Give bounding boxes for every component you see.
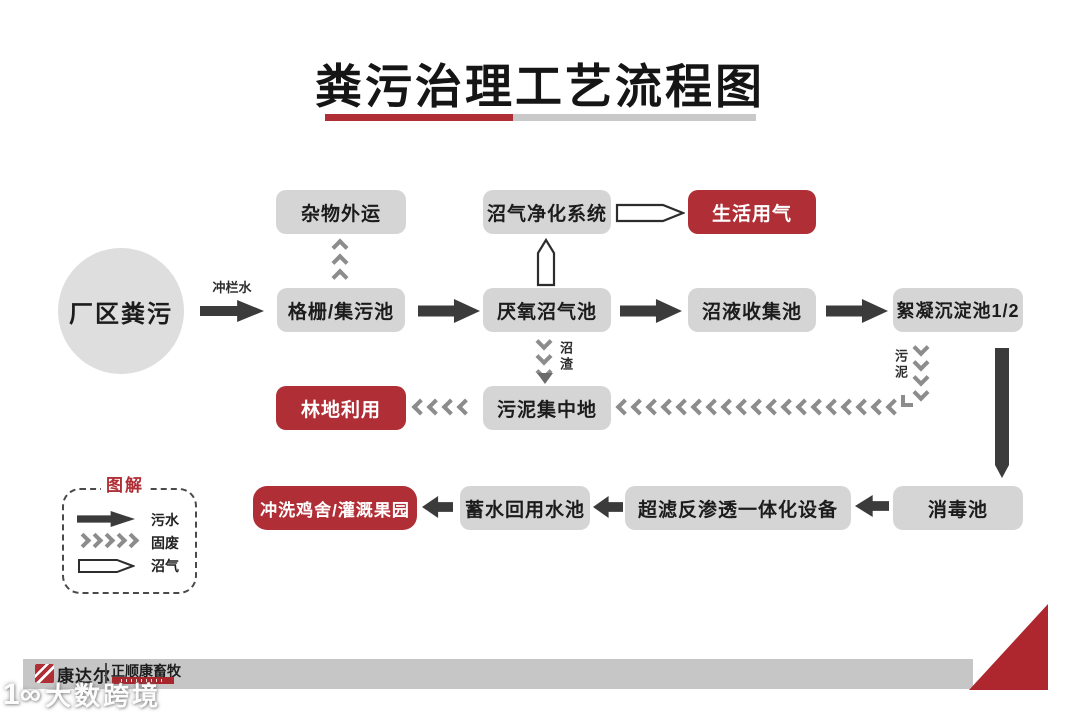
residue-arrowhead-icon [537, 373, 553, 384]
edge-label-flush-water: 冲栏水 [212, 280, 252, 295]
sewage-arrow-source-to-grid [200, 300, 264, 322]
node-disinfection: 消毒池 [893, 486, 1023, 530]
sewage-arrow-grid-to-digester [418, 299, 480, 323]
watermark-text: 大数跨境 [45, 681, 162, 711]
node-anaerobic-digester: 厌氧沼气池 [483, 288, 611, 332]
watermark-logo-icon: 1∞ [3, 677, 42, 711]
node-slurry-collection: 沼液收集池 [688, 288, 816, 332]
footer-bar [23, 659, 973, 689]
brand-name: 康达尔 [57, 667, 111, 686]
node-grid-collection: 格栅/集污池 [277, 288, 405, 332]
node-flush-irrigate: 冲洗鸡舍/灌溉果园 [253, 486, 417, 530]
sewage-arrow-slurry-to-flocculation [826, 299, 888, 323]
legend-label-sewage: 污水 [151, 512, 179, 528]
corner-triangle-decoration [969, 604, 1048, 690]
node-sludge-yard: 污泥集中地 [483, 386, 611, 430]
legend-biogas-arrow-icon [78, 559, 135, 573]
sub-brand-name: 正顺康畜牧 [111, 663, 181, 679]
legend-label-biogas: 沼气 [151, 558, 179, 574]
node-flocculation: 絮凝沉淀池1/2 [893, 288, 1023, 332]
title-underline-gray [513, 114, 756, 121]
legend-solid-waste-arrow-icon [75, 532, 140, 549]
brand-logo-icon [35, 664, 54, 683]
solid-waste-arrow-sludge-down-icon [912, 339, 930, 402]
node-source-circle: 厂区粪污 [58, 248, 184, 374]
edge-label-sludge: 污泥 [893, 349, 908, 381]
solid-waste-corner-icon [901, 395, 913, 407]
edge-label-biogas-residue: 沼渣 [558, 341, 573, 373]
node-uf-ro-unit: 超滤反渗透一体化设备 [625, 486, 851, 530]
node-domestic-gas: 生活用气 [688, 190, 816, 234]
node-biogas-purification: 沼气净化系统 [483, 190, 611, 234]
brand-divider [105, 663, 107, 684]
biogas-arrow-right-icon [615, 203, 685, 223]
solid-waste-arrow-residue-down-icon [535, 333, 553, 381]
sewage-arrow-ufro-to-reuse [593, 496, 623, 518]
sewage-arrow-disinfection-to-ufro [855, 495, 889, 517]
sewage-arrow-digester-to-slurry [620, 299, 682, 323]
watermark: 1∞ 大数跨境 [3, 676, 161, 713]
legend-title: 图解 [101, 471, 149, 496]
node-reuse-pool: 蓄水回用水池 [460, 486, 590, 530]
sub-brand-tagline-bar [112, 677, 174, 684]
legend-label-solid-waste: 固废 [151, 535, 179, 551]
solid-waste-arrow-up-icon [331, 238, 349, 286]
node-forest-use: 林地利用 [276, 386, 406, 430]
page-title: 粪污治理工艺流程图 [315, 60, 765, 113]
solid-waste-arrow-long-left-icon [615, 398, 903, 416]
sewage-arrow-flocculation-to-disinfection [995, 348, 1009, 478]
sewage-arrow-reuse-to-flush [422, 496, 453, 518]
node-debris-removal: 杂物外运 [276, 190, 406, 234]
solid-waste-arrow-yard-to-forest-icon [411, 398, 474, 416]
biogas-arrow-up-icon [536, 237, 556, 287]
title-underline-red [325, 114, 513, 121]
